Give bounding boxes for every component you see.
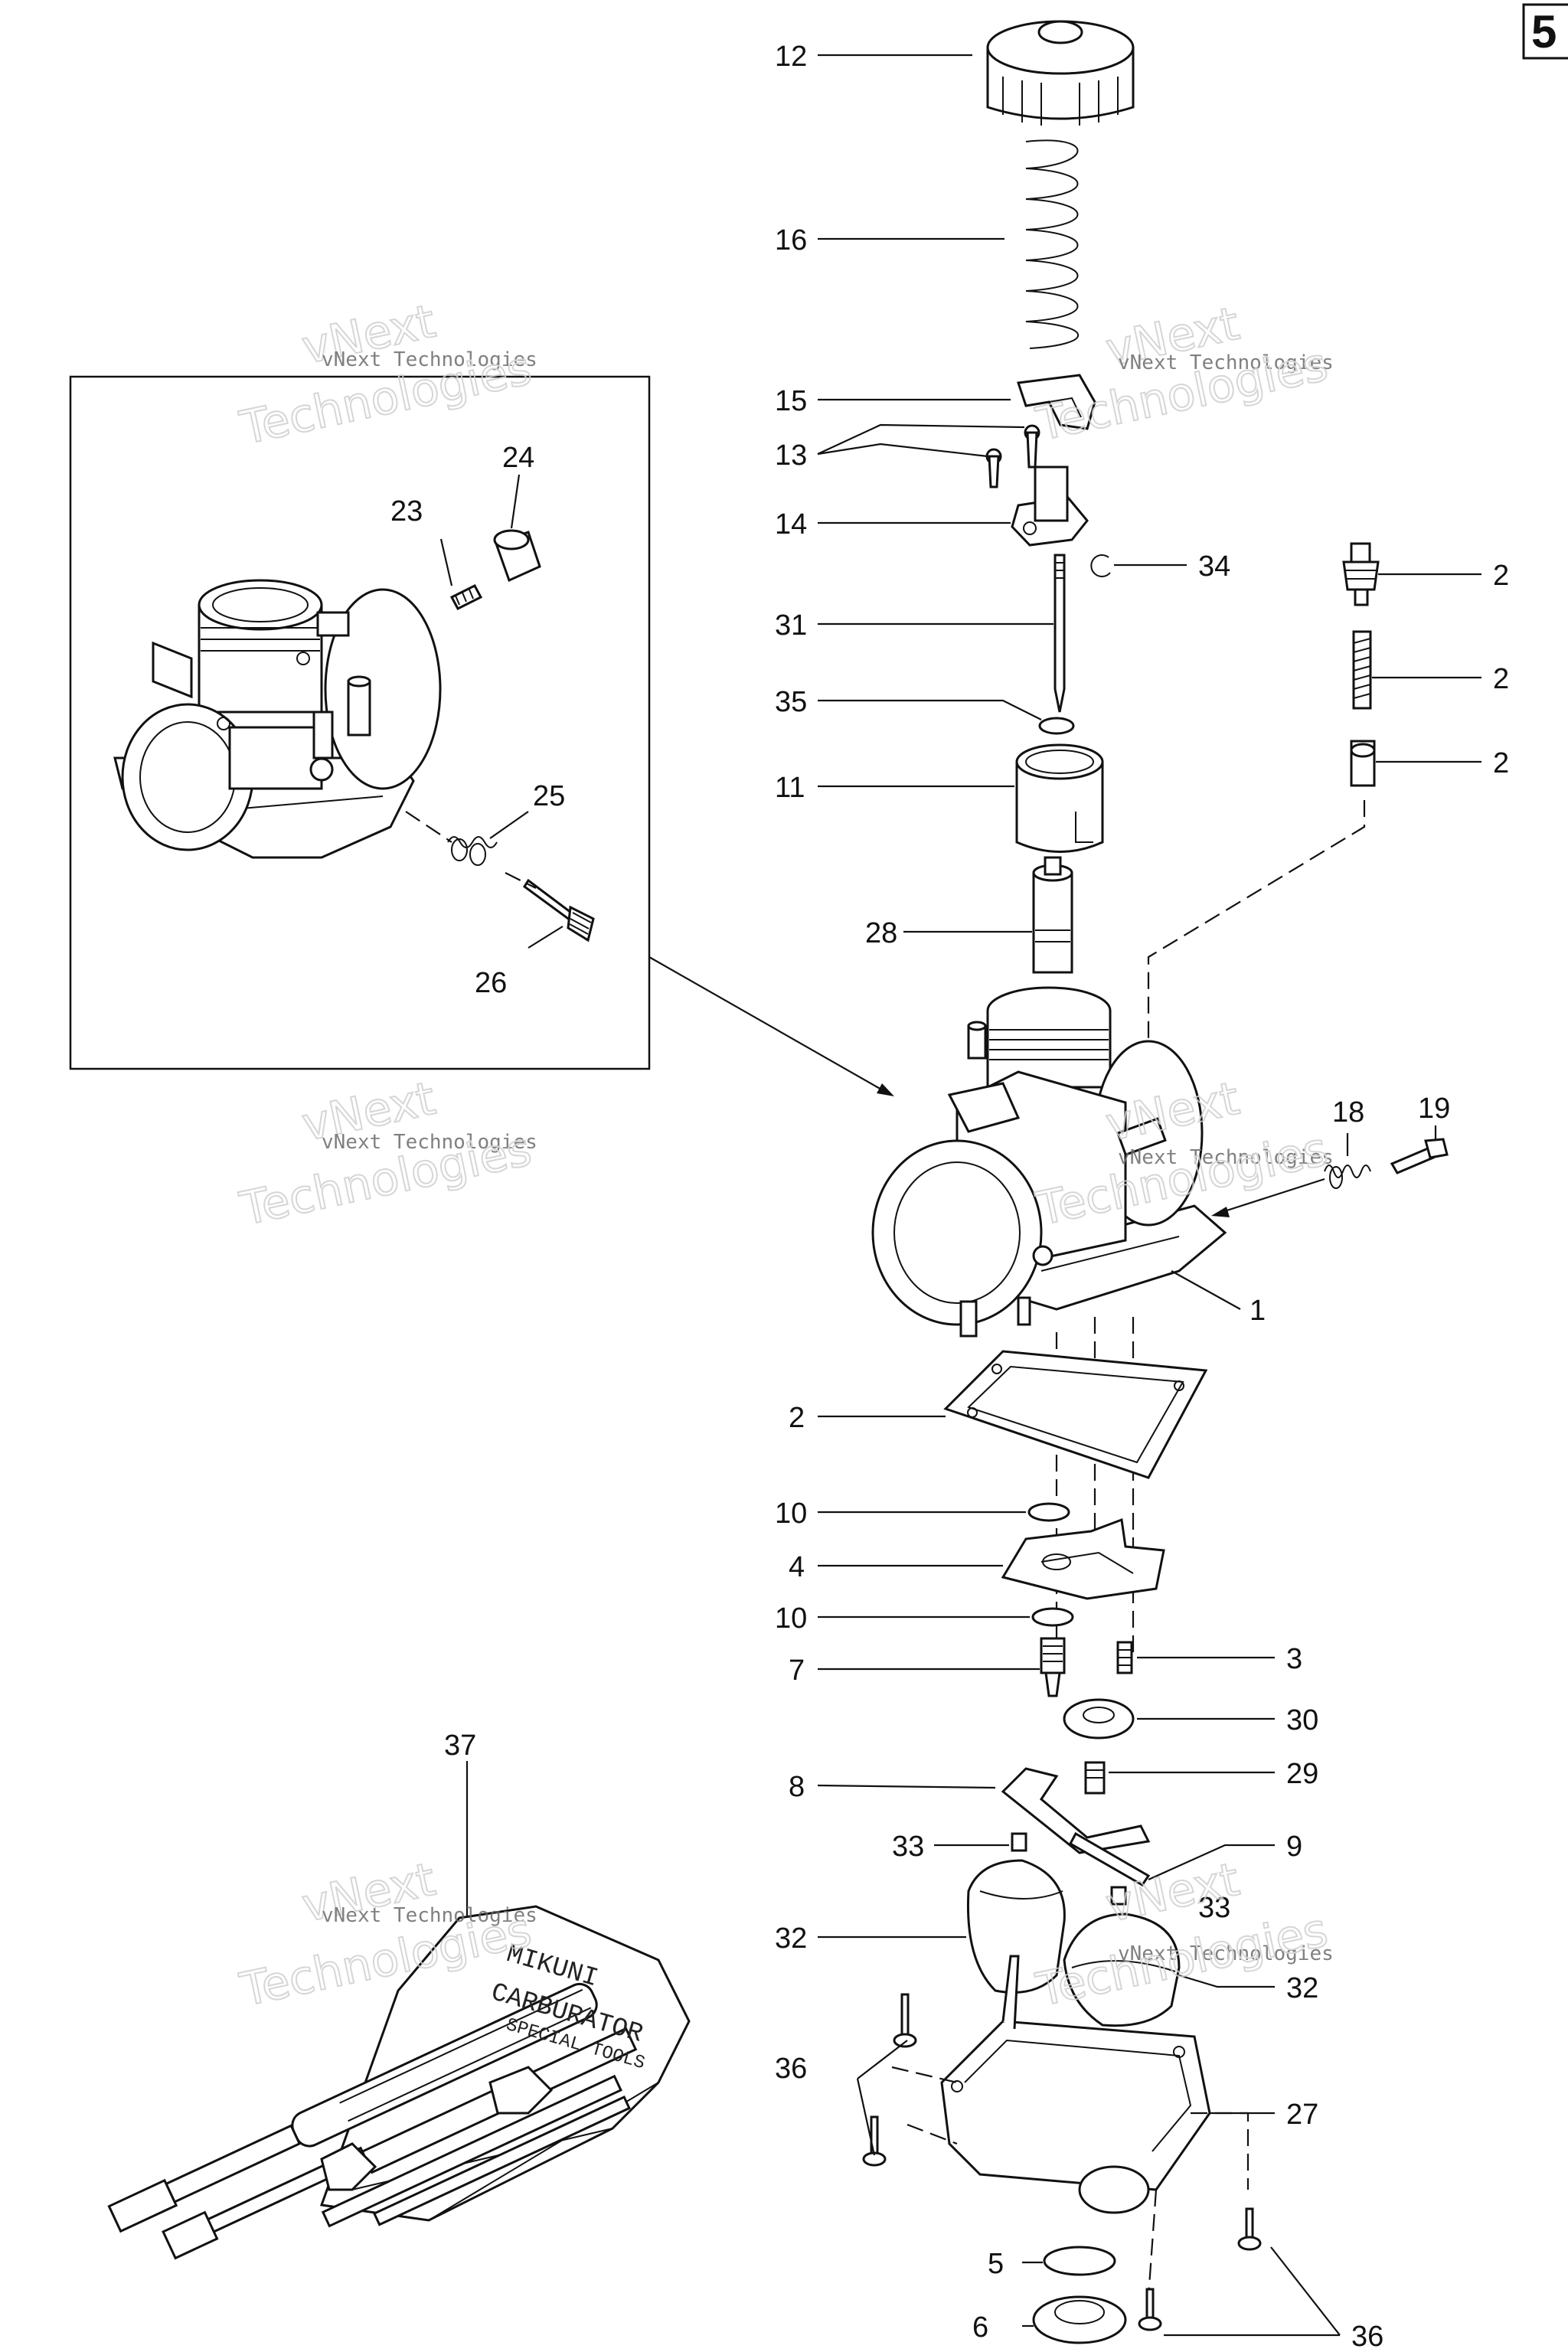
part-36-screw-d <box>1138 2288 1162 2331</box>
callout-24: 24 <box>502 442 534 474</box>
watermark-top-left: vNext vNext Technologies Technologies <box>235 294 537 456</box>
part-7-main-jet <box>1040 1637 1066 1697</box>
callout-8: 8 <box>789 1771 805 1803</box>
callout-18: 18 <box>1332 1096 1364 1129</box>
part-33-screw-b <box>1110 1886 1127 1906</box>
part-9-pin <box>1068 1831 1151 1886</box>
callout-30: 30 <box>1286 1704 1318 1736</box>
callout-29: 29 <box>1286 1758 1318 1790</box>
callout-33-left: 33 <box>892 1831 924 1863</box>
part-3-pilot-jet <box>1116 1641 1133 1674</box>
part-10-oring-lower <box>1031 1607 1074 1627</box>
inset-pointer-line <box>648 956 889 1094</box>
part-6-drain-plug <box>1032 2295 1127 2344</box>
part-32-float-right <box>1063 1913 1181 2027</box>
part-25-spring <box>447 836 498 866</box>
callout-16: 16 <box>775 224 807 256</box>
part-19-screw <box>1390 1138 1449 1174</box>
svg-text:vNext Technologies: vNext Technologies <box>322 348 537 371</box>
part-4-plate <box>1001 1517 1165 1600</box>
callout-12: 12 <box>775 41 807 73</box>
callout-2: 2 <box>789 1402 805 1434</box>
callout-2-right-upper: 2 <box>1493 560 1509 592</box>
callout-37: 37 <box>444 1730 476 1762</box>
callout-14: 14 <box>775 508 807 541</box>
svg-text:vNext Technologies: vNext Technologies <box>1118 1942 1334 1965</box>
callout-2-right-middle: 2 <box>1493 663 1509 695</box>
part-36-screw-a <box>893 1993 917 2048</box>
part-28-needle-jet <box>1032 856 1073 974</box>
part-36-screw-c <box>1237 2207 1262 2251</box>
part-1-carburetor-body <box>871 986 1227 1338</box>
part-14-holder <box>1011 466 1089 547</box>
callout-3: 3 <box>1286 1643 1302 1675</box>
callout-9: 9 <box>1286 1831 1302 1863</box>
svg-text:vNext Technologies: vNext Technologies <box>322 1904 537 1927</box>
part-35-washer <box>1038 717 1075 735</box>
svg-text:vNext Technologies: vNext Technologies <box>1118 1146 1334 1169</box>
callout-34: 34 <box>1198 550 1230 583</box>
part-27-float-bowl <box>940 1955 1211 2214</box>
callout-15: 15 <box>775 385 807 417</box>
part-24-cap <box>493 529 541 583</box>
svg-text:vNext Technologies: vNext Technologies <box>1118 351 1334 374</box>
part-12-cap <box>986 20 1135 126</box>
callout-10-upper: 10 <box>775 1498 807 1530</box>
part-18-spring <box>1324 1165 1371 1189</box>
part-15-plate <box>1016 374 1096 430</box>
part-32-float-left <box>966 1859 1066 1994</box>
callout-2-right-lower: 2 <box>1493 747 1509 779</box>
part-30-washer <box>1063 1698 1135 1740</box>
callout-27: 27 <box>1286 2099 1318 2131</box>
watermark-top-right: vNext vNext Technologies Technologies <box>1031 296 1334 452</box>
callout-36-lower: 36 <box>1351 2321 1383 2352</box>
part-23-screw <box>449 584 483 610</box>
callout-31: 31 <box>775 609 807 642</box>
watermark-middle-left: vNext vNext Technologies Technologies <box>235 1071 537 1237</box>
part-13-screws <box>985 424 1040 488</box>
callout-11: 11 <box>775 772 805 804</box>
svg-text:vNext Technologies: vNext Technologies <box>322 1131 537 1154</box>
callout-19: 19 <box>1418 1093 1450 1125</box>
callout-labels: 12 16 15 13 14 34 31 35 11 28 18 19 1 2 … <box>390 41 1509 2352</box>
callout-23: 23 <box>390 495 423 528</box>
callout-32-right: 32 <box>1286 1972 1318 2004</box>
callout-10-lower: 10 <box>775 1602 807 1635</box>
callout-32-left: 32 <box>775 1922 807 1955</box>
callout-13: 13 <box>775 439 807 472</box>
callout-1: 1 <box>1250 1295 1266 1327</box>
right-adjuster-stack <box>1342 542 1380 787</box>
leader-lines <box>439 54 1481 2337</box>
inset-carburetor <box>113 579 442 859</box>
callout-33-right: 33 <box>1198 1892 1230 1924</box>
part-37-tool-kit: MIKUNI CARBURATOR SPECIAL TOOLS <box>107 1905 691 2260</box>
part-2-gasket <box>943 1350 1208 1479</box>
part-5-oring <box>1043 2246 1116 2276</box>
part-31-needle <box>1054 554 1066 713</box>
callout-25: 25 <box>533 780 565 812</box>
callout-36-upper: 36 <box>775 2053 807 2085</box>
page-number: 5 <box>1531 6 1557 57</box>
callout-6: 6 <box>972 2311 988 2344</box>
part-29-valve-seat <box>1084 1761 1106 1795</box>
callout-26: 26 <box>475 967 507 999</box>
inset-frame <box>69 375 651 1070</box>
part-10-oring-upper <box>1027 1502 1070 1522</box>
part-26-pilot-screw <box>522 878 595 942</box>
part-11-slide <box>1015 743 1104 853</box>
page-number-box: 5 <box>1522 3 1568 60</box>
callout-7: 7 <box>789 1655 805 1687</box>
inset-pointer-arrow <box>877 1083 894 1096</box>
callout-5: 5 <box>988 2248 1004 2280</box>
callout-4: 4 <box>789 1551 805 1583</box>
part-34-clip <box>1090 554 1111 577</box>
part-16-spring <box>1025 139 1079 349</box>
callout-35: 35 <box>775 686 807 718</box>
callout-28: 28 <box>865 917 897 949</box>
part-33-screw-a <box>1011 1832 1027 1852</box>
